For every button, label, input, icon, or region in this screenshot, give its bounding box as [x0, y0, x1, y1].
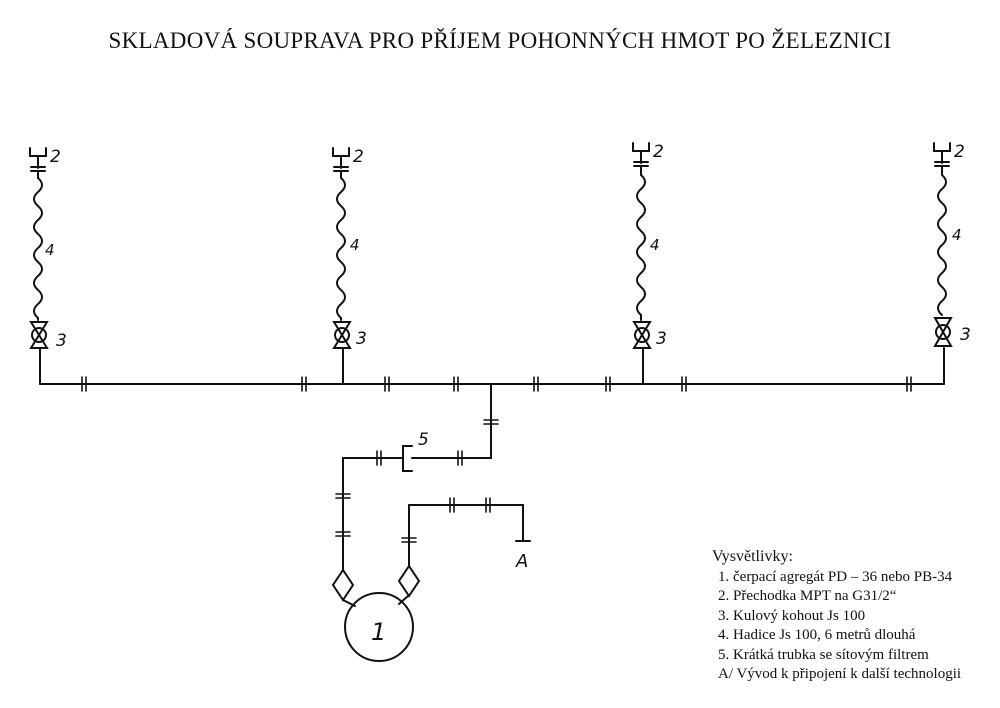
label-outlet: A [515, 551, 528, 572]
label-fitting: 2 [653, 142, 664, 162]
hose-icon [336, 177, 346, 321]
fitting-icon [332, 147, 350, 179]
header-flanges [81, 376, 912, 392]
label-filter: 5 [418, 430, 429, 450]
label-hose: 4 [350, 236, 360, 254]
ball-valve-icon [632, 321, 652, 349]
legend-item: 2. Přechodka MPT na G31/2“ [718, 588, 897, 604]
outlet-line [401, 497, 531, 567]
label-valve: 3 [56, 331, 67, 351]
fitting-icon [632, 142, 650, 176]
label-fitting: 2 [954, 142, 965, 162]
label-hose: 4 [952, 226, 962, 244]
hose-icon [937, 174, 947, 316]
legend: Vysvětlivky: 1. čerpací agregát PD – 36 … [712, 547, 961, 685]
legend-item: A/ Vývod k připojení k další technologii [718, 666, 962, 682]
legend-heading: Vysvětlivky: [712, 548, 793, 565]
label-fitting: 2 [50, 147, 61, 167]
legend-item: 1. čerpací agregát PD – 36 nebo PB-34 [718, 568, 953, 585]
label-valve: 3 [656, 329, 667, 349]
ball-valve-icon [332, 321, 352, 349]
filter-icon [402, 445, 413, 472]
branch-3 [632, 142, 652, 349]
label-pump: 1 [371, 618, 386, 646]
legend-item: 4. Hadice Js 100, 6 metrů dlouhá [718, 627, 916, 643]
ball-valve-icon [933, 317, 953, 347]
label-hose: 4 [650, 236, 660, 254]
branch-1 [29, 147, 49, 349]
hose-icon [636, 174, 646, 321]
label-hose: 4 [45, 241, 55, 259]
fitting-icon [29, 147, 47, 179]
label-valve: 3 [356, 329, 367, 349]
hose-icon [33, 177, 43, 321]
legend-item: 5. Krátká trubka se sítovým filtrem [718, 646, 929, 663]
label-valve: 3 [960, 325, 971, 345]
legend-item: 3. Kulový kohout Js 100 [718, 607, 866, 624]
ball-valve-icon [29, 321, 49, 349]
branch-4 [933, 142, 953, 347]
branch-2 [332, 147, 352, 349]
strainer-icon [397, 564, 421, 598]
pump-icon [344, 592, 414, 662]
fitting-icon [933, 142, 951, 176]
filter-line [335, 383, 499, 571]
label-fitting: 2 [353, 147, 364, 167]
strainer-icon [331, 568, 355, 602]
diagram-title: SKLADOVÁ SOUPRAVA PRO PŘÍJEM POHONNÝCH H… [108, 28, 892, 53]
